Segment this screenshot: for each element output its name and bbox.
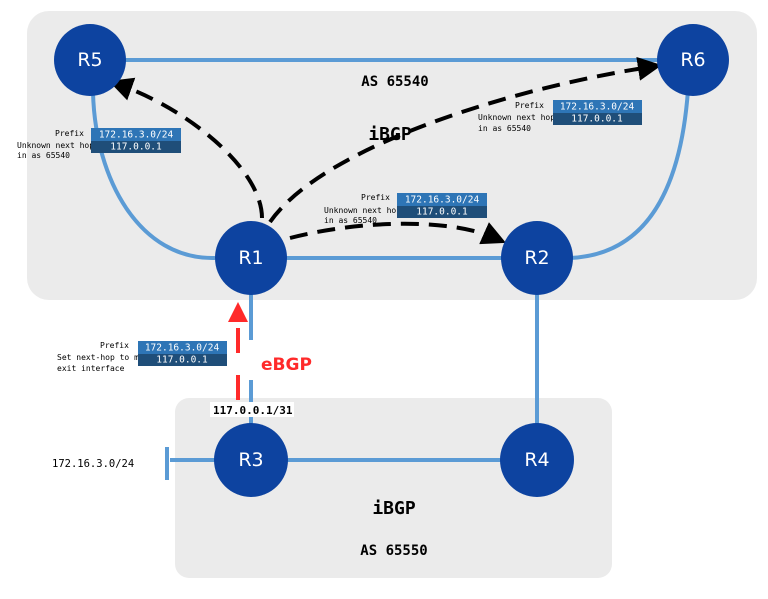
route-box-r5-caption-line2: in as 65540 (17, 151, 70, 160)
upper-ibgp-label: iBGP (368, 124, 412, 145)
route-box-r1-caption-line1: Set next-hop to my (57, 353, 144, 362)
route-box-r6-next-hop: 117.0.0.1 (571, 114, 623, 125)
router-r1-label: R1 (238, 247, 263, 269)
route-box-r2: Prefix Unknown next hop in as 65540 172.… (324, 193, 487, 225)
ibgp-arrow-r1-r6 (268, 56, 662, 224)
route-box-r2-caption-prefix: Prefix (361, 193, 390, 202)
router-r3[interactable]: R3 (214, 423, 288, 497)
router-r1[interactable]: R1 (215, 221, 287, 295)
route-box-r1-caption-prefix: Prefix (100, 341, 129, 350)
router-r6[interactable]: R6 (657, 24, 729, 96)
link-r2-r6 (569, 89, 690, 260)
ebgp-label: eBGP (261, 355, 312, 375)
route-box-r2-prefix: 172.16.3.0/24 (405, 195, 480, 206)
interface-label: 117.0.0.1/31 (213, 404, 293, 417)
router-r4[interactable]: R4 (500, 423, 574, 497)
ibgp-arrow-r1-r5 (108, 77, 264, 219)
route-box-r1-prefix: 172.16.3.0/24 (145, 343, 220, 354)
link-r5-r1 (91, 91, 216, 261)
ebgp-gap (243, 340, 253, 380)
lower-ibgp-label: iBGP (372, 498, 416, 519)
route-box-r1: Prefix Set next-hop to my exit interface… (57, 341, 227, 373)
route-box-r5-caption-prefix: Prefix (55, 129, 84, 138)
route-box-r6-caption-line1: Unknown next hop (478, 113, 555, 122)
router-r2[interactable]: R2 (501, 221, 573, 295)
route-box-r2-caption-line1: Unknown next hop (324, 206, 401, 215)
route-box-r1-caption-line2: exit interface (57, 364, 125, 373)
route-box-r6-prefix: 172.16.3.0/24 (560, 102, 635, 113)
route-box-r6: Prefix Unknown next hop in as 65540 172.… (478, 100, 642, 133)
route-box-r5-next-hop: 117.0.0.1 (110, 142, 162, 153)
route-box-r6-caption-prefix: Prefix (515, 101, 544, 110)
as-65550-label: AS 65550 (360, 543, 427, 559)
as-65540-label: AS 65540 (361, 74, 428, 90)
network-label: 172.16.3.0/24 (52, 458, 134, 470)
router-r3-label: R3 (238, 449, 263, 471)
router-r5-label: R5 (77, 49, 102, 71)
route-box-r2-caption-line2: in as 65540 (324, 216, 377, 225)
route-box-r5: Prefix Unknown next hop in as 65540 172.… (17, 128, 181, 160)
as-65550-area (175, 398, 612, 578)
router-r6-label: R6 (680, 49, 705, 71)
ibgp-arrow-r1-r2 (289, 221, 506, 245)
route-box-r5-prefix: 172.16.3.0/24 (99, 130, 174, 141)
router-r5[interactable]: R5 (54, 24, 126, 96)
router-r2-label: R2 (524, 247, 549, 269)
router-r4-label: R4 (524, 449, 549, 471)
route-box-r5-caption-line1: Unknown next hop (17, 141, 94, 150)
route-box-r1-next-hop: 117.0.0.1 (156, 355, 208, 366)
route-box-r6-caption-line2: in as 65540 (478, 124, 531, 133)
interface-label-bg (210, 402, 294, 417)
route-box-r2-next-hop: 117.0.0.1 (416, 207, 468, 218)
